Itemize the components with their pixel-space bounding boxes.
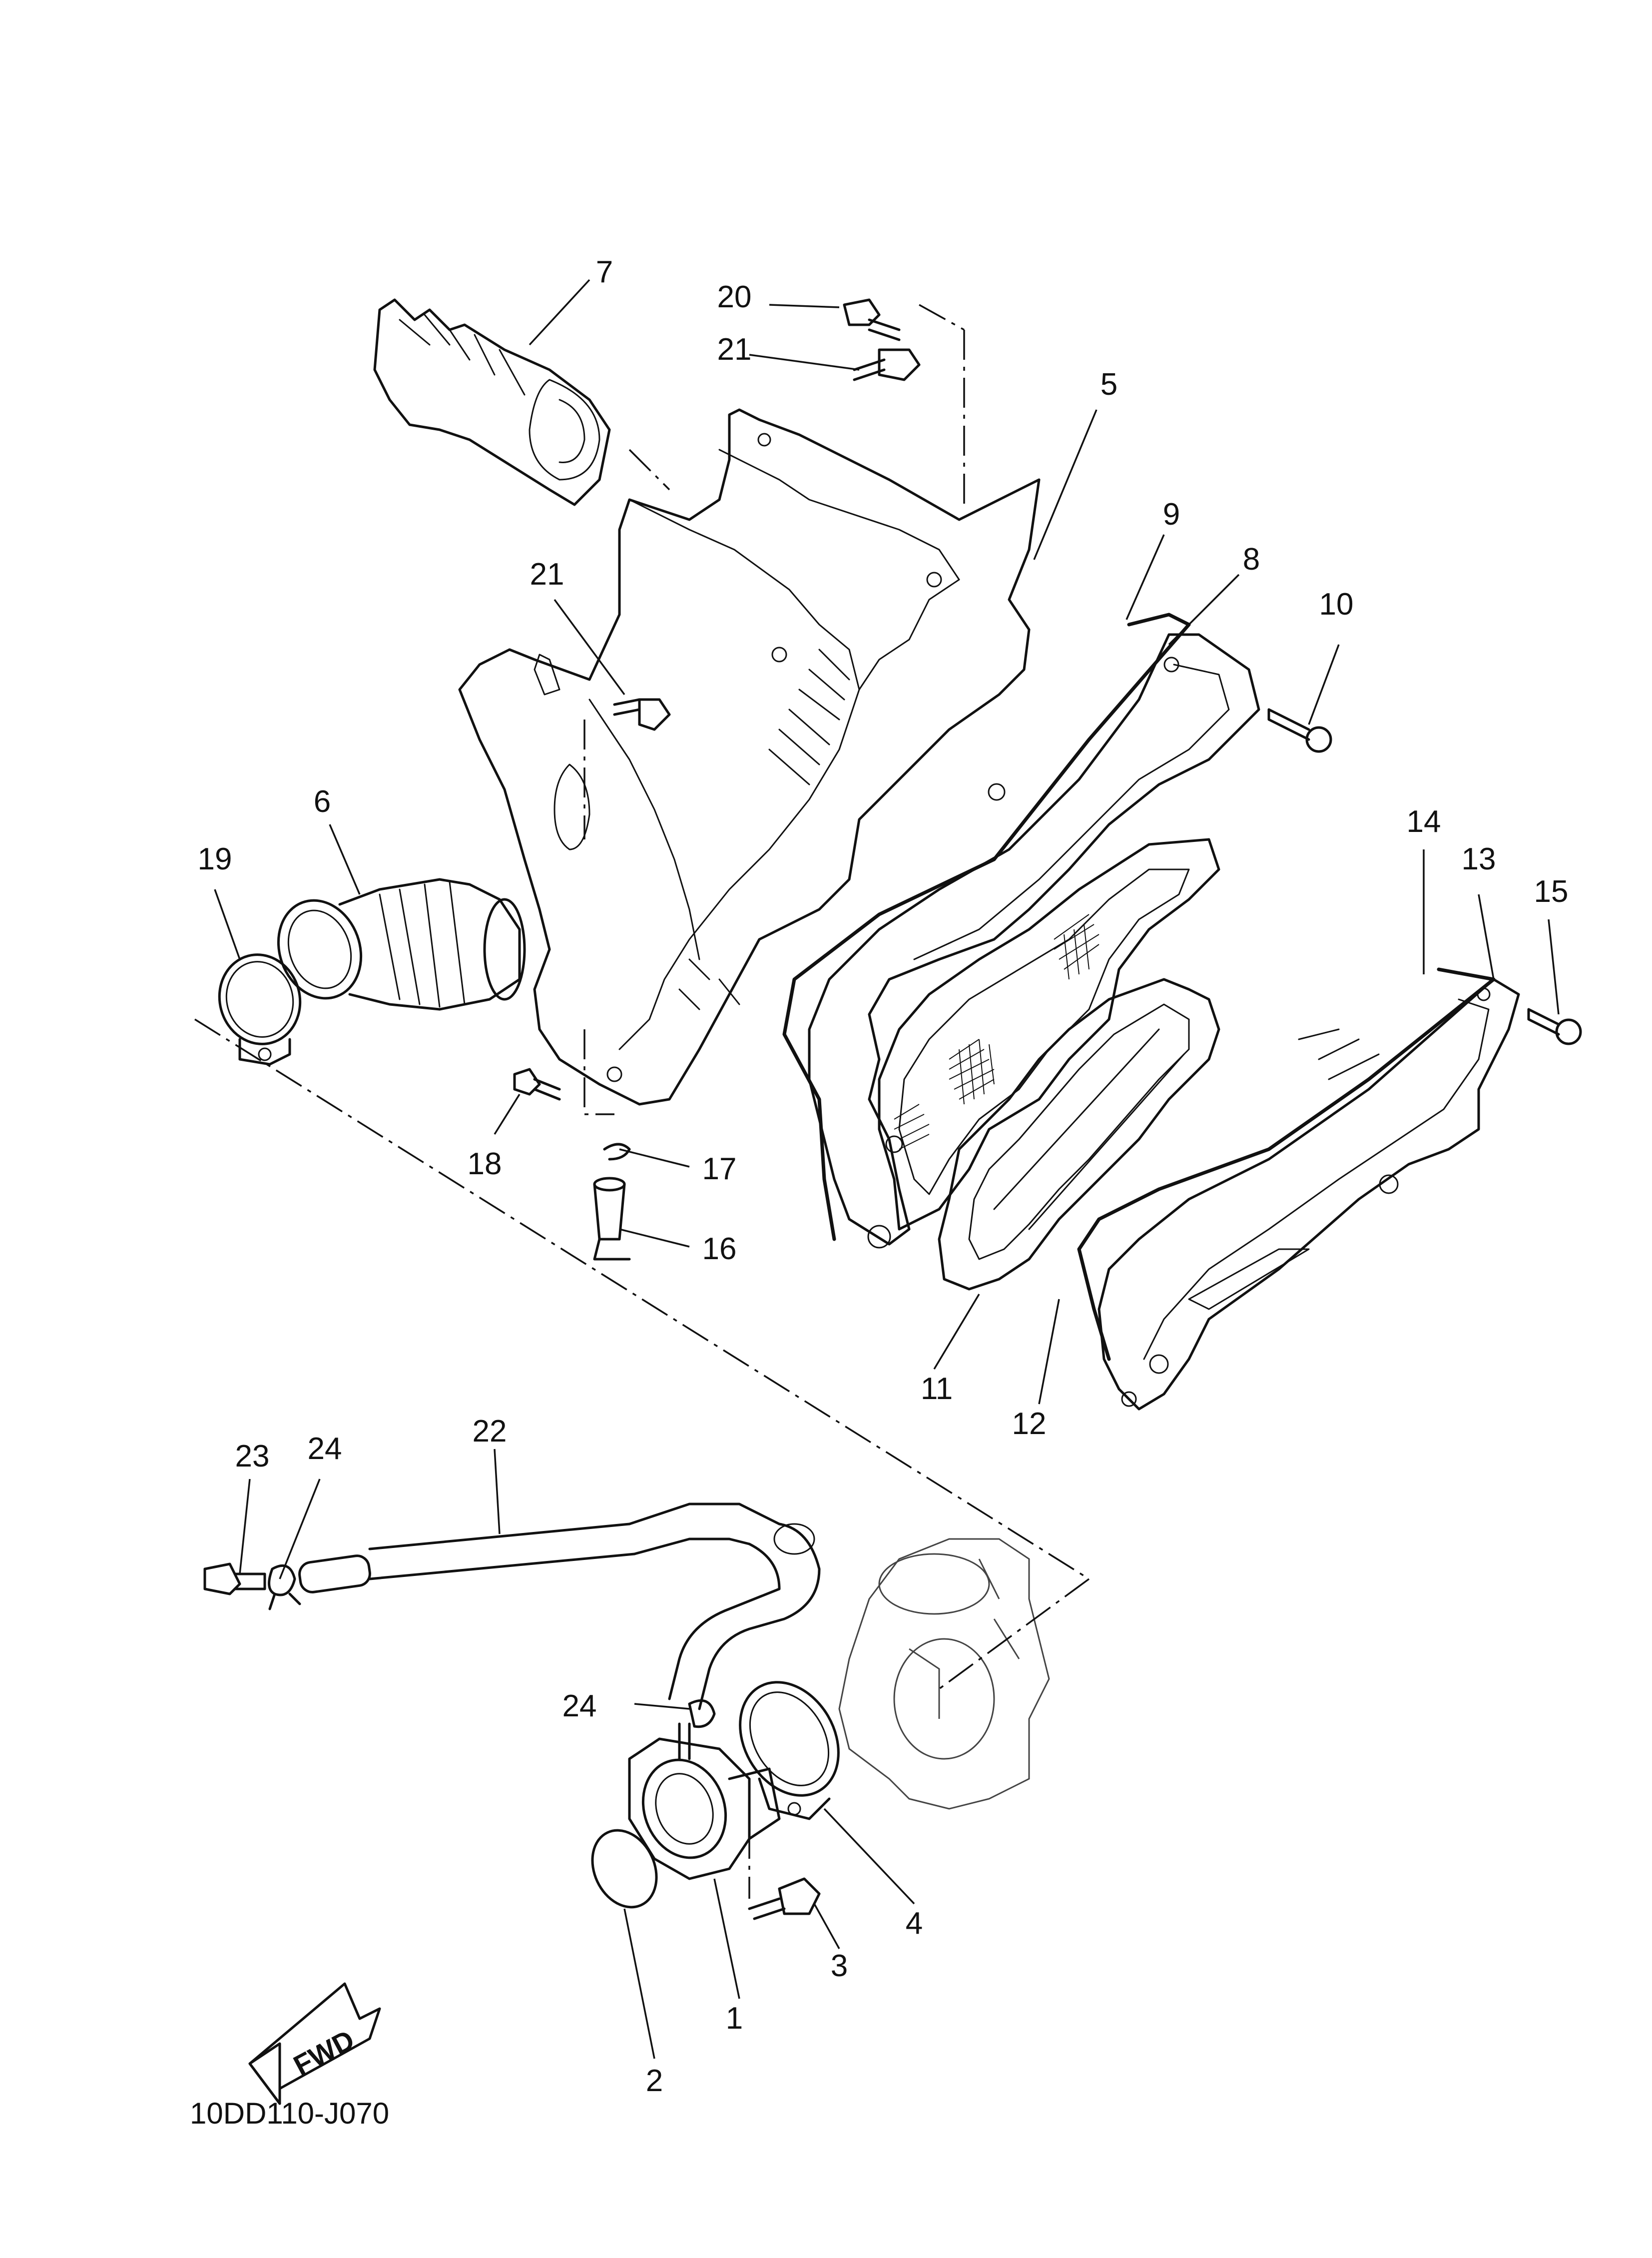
callout-10: 10 xyxy=(1319,587,1354,622)
callout-20: 20 xyxy=(717,280,752,314)
callout-14: 14 xyxy=(1406,804,1441,839)
part-9-gasket xyxy=(782,613,1191,1241)
callout-17: 17 xyxy=(702,1152,737,1186)
part-23-plug xyxy=(203,1562,266,1595)
callout-4: 4 xyxy=(905,1906,923,1941)
callout-16: 16 xyxy=(702,1232,737,1266)
callout-15: 15 xyxy=(1534,874,1569,909)
part-11-filter-element xyxy=(878,838,1220,1231)
part-24-clip-lower xyxy=(688,1699,716,1728)
part-16-drain xyxy=(593,1177,631,1261)
part-21-bolt-top xyxy=(853,348,921,381)
part-10-screw xyxy=(1267,708,1332,753)
callout-9: 9 xyxy=(1162,497,1180,532)
callout-23: 23 xyxy=(235,1439,270,1474)
filter-mesh-pattern xyxy=(894,914,1100,1150)
callout-19: 19 xyxy=(197,842,232,876)
callout-6: 6 xyxy=(313,784,331,819)
callout-3: 3 xyxy=(830,1949,848,1983)
fwd-arrow-icon: FWD xyxy=(248,1982,381,2105)
part-22-breather-hose xyxy=(298,1503,821,1710)
callout-11: 11 xyxy=(920,1372,953,1406)
part-15-screw xyxy=(1527,1008,1582,1045)
part-6-joint xyxy=(277,878,526,1011)
part-19-clamp xyxy=(218,953,302,1066)
callout-2: 2 xyxy=(645,2064,663,2098)
part-13-element-cover xyxy=(1098,978,1520,1411)
part-5-air-filter-case xyxy=(458,408,1041,1106)
part-21-bolt-middle xyxy=(613,698,671,731)
callout-7: 7 xyxy=(595,255,613,289)
callout-1: 1 xyxy=(725,2001,743,2036)
carburetor-reference-outline xyxy=(838,1538,1050,1810)
callout-12: 12 xyxy=(1012,1407,1047,1441)
callout-21-middle: 21 xyxy=(530,557,564,592)
callout-8: 8 xyxy=(1242,542,1260,577)
diagram-code: 10DD110-J070 xyxy=(190,2097,390,2130)
leader-lines xyxy=(214,279,1560,2059)
callout-21-top: 21 xyxy=(717,332,752,367)
part-8-filter-cover xyxy=(808,633,1260,1249)
callout-24-lower: 24 xyxy=(562,1689,597,1723)
callout-18: 18 xyxy=(467,1147,502,1181)
part-17-clip xyxy=(603,1143,631,1161)
fwd-label: FWD xyxy=(288,2024,359,2081)
callout-22: 22 xyxy=(472,1414,507,1449)
callout-5: 5 xyxy=(1100,367,1118,402)
part-24-clip-upper xyxy=(268,1564,301,1610)
part-7-intake-duct xyxy=(373,298,611,506)
part-14-gasket xyxy=(1077,967,1496,1361)
part-3-screw xyxy=(748,1877,821,1920)
part-20-bolt xyxy=(843,298,901,341)
part-12-seal-frame xyxy=(938,978,1220,1291)
part-1-carb-joint xyxy=(628,1722,781,1880)
callout-13: 13 xyxy=(1461,842,1496,876)
assembly-reference-lines xyxy=(194,304,1090,1899)
part-2-o-ring xyxy=(591,1829,658,1909)
callout-24-upper: 24 xyxy=(307,1432,342,1466)
part-4-clamp xyxy=(739,1681,840,1820)
part-18-bolt xyxy=(513,1068,561,1101)
